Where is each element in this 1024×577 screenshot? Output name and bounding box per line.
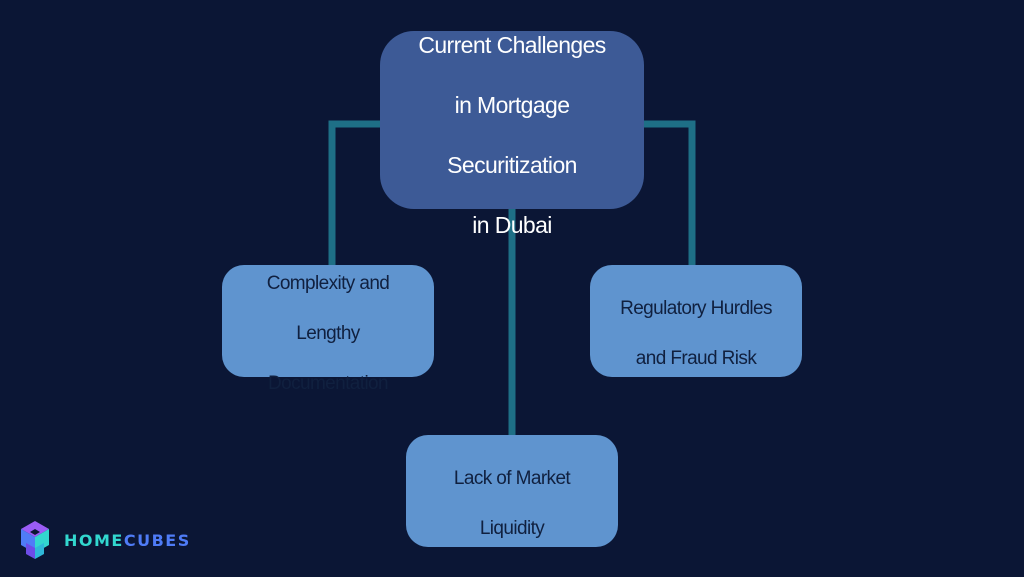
child-right-line-1: Regulatory Hurdles — [620, 298, 772, 319]
child-node-label: Lack of Market Liquidity — [453, 441, 571, 541]
connector-right — [644, 120, 696, 265]
child-bottom-line-2: Liquidity — [479, 518, 545, 539]
child-node-label: Complexity and Lengthy Documentation — [267, 246, 390, 396]
child-left-line-3: Documentation — [268, 373, 389, 394]
root-line-4: in Dubai — [472, 212, 552, 238]
root-node-label: Current Challenges in Mortgage Securitiz… — [418, 0, 606, 240]
connector-left — [328, 120, 380, 265]
root-line-3: Securitization — [447, 152, 577, 178]
child-node-regulatory: Regulatory Hurdles and Fraud Risk — [590, 265, 802, 377]
root-line-1: Current Challenges — [418, 32, 606, 58]
child-left-line-2: Lengthy — [296, 323, 360, 344]
cube-logo-icon — [21, 521, 49, 559]
brand-logo: HOMECUBES — [18, 519, 191, 561]
child-node-liquidity: Lack of Market Liquidity — [406, 435, 618, 547]
root-node: Current Challenges in Mortgage Securitiz… — [380, 31, 644, 238]
brand-name: HOMECUBES — [64, 531, 191, 550]
child-node-label: Regulatory Hurdles and Fraud Risk — [620, 271, 772, 371]
child-left-line-1: Complexity and — [266, 273, 390, 294]
root-line-2: in Mortgage — [454, 92, 570, 118]
brand-name-cubes: CUBES — [123, 530, 191, 550]
child-bottom-line-1: Lack of Market — [453, 468, 571, 489]
child-right-line-2: and Fraud Risk — [635, 348, 757, 369]
brand-name-home: HOME — [64, 530, 124, 550]
child-node-complexity: Complexity and Lengthy Documentation — [222, 265, 434, 394]
